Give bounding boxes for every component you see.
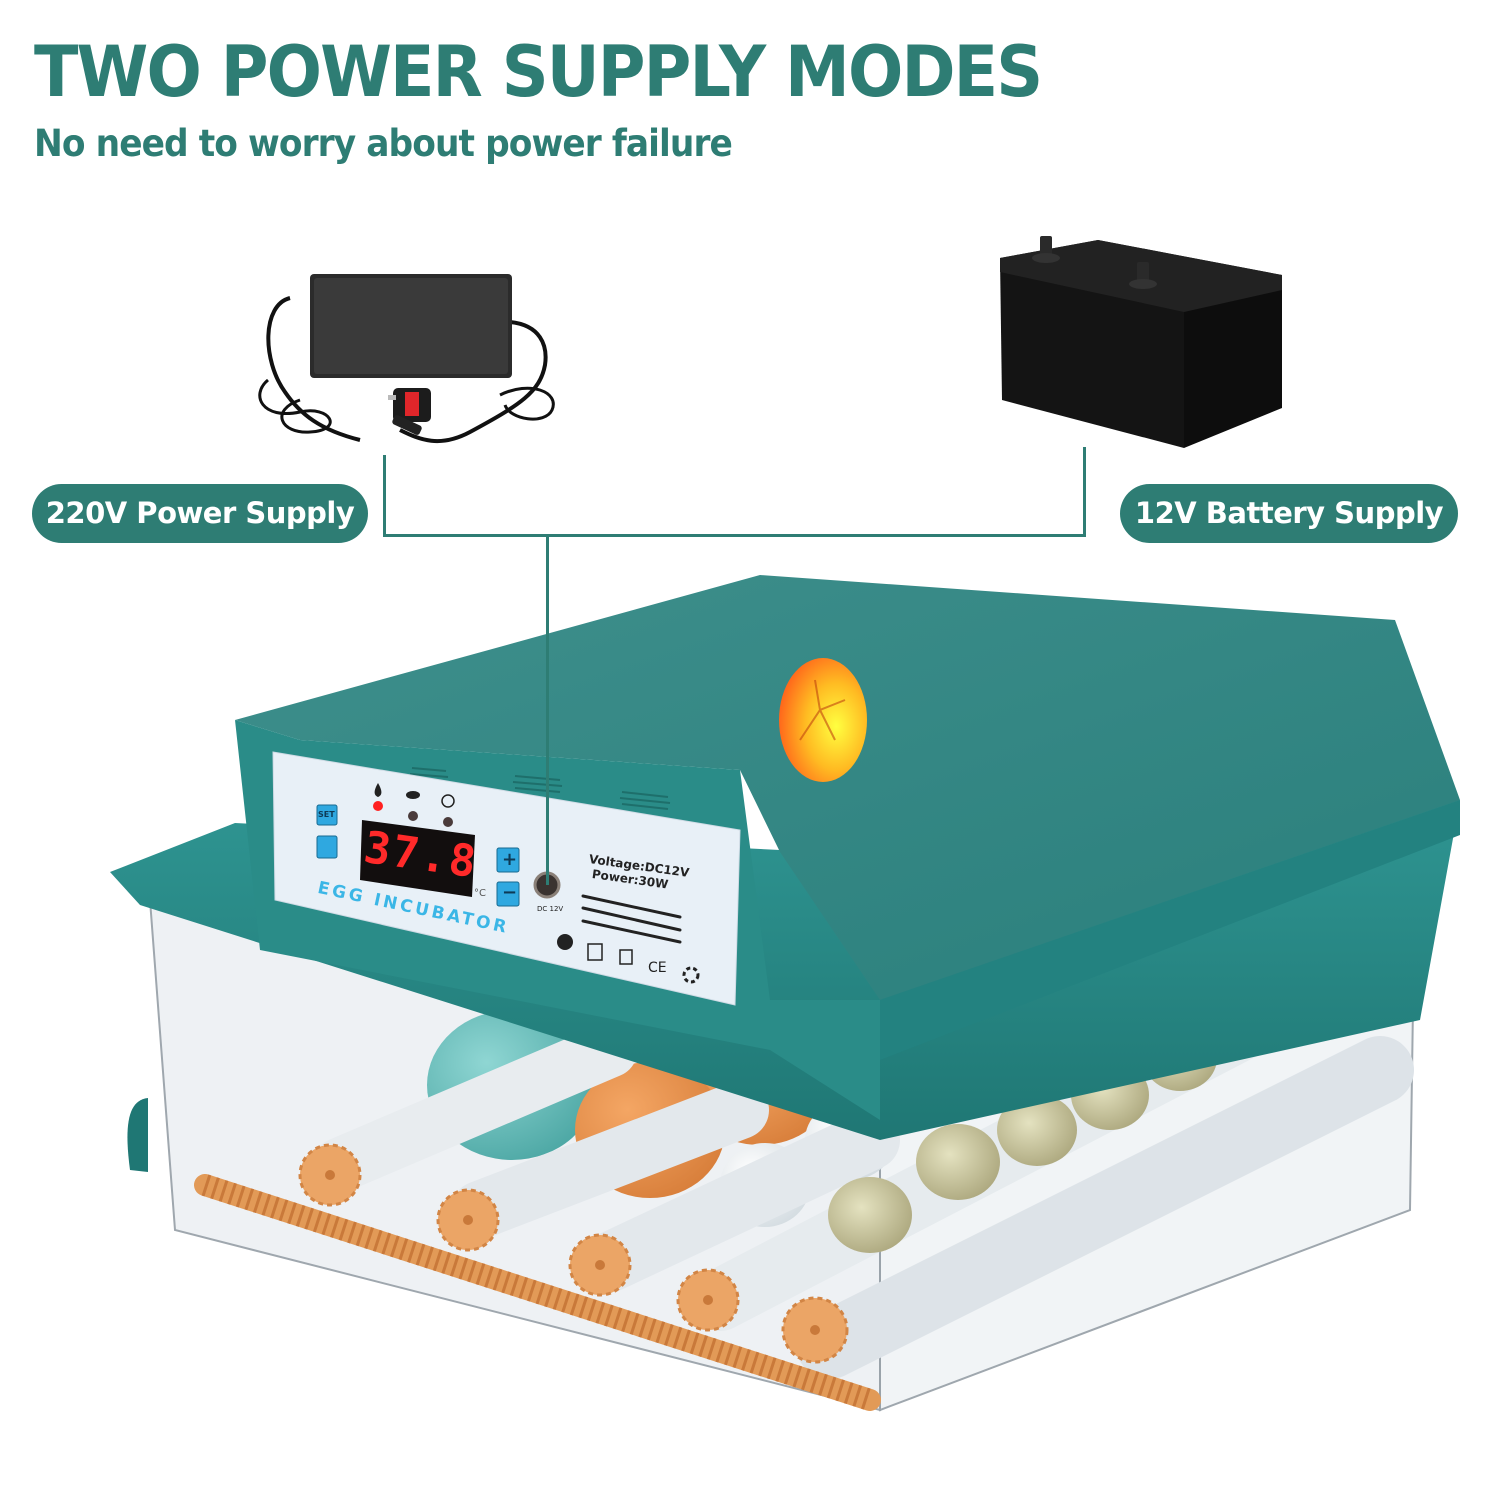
side-knob [127,1098,148,1172]
power-adapter-icon [258,274,555,444]
set-button [316,804,338,826]
set-button-label[interactable]: SET [318,810,335,819]
battery-icon [1000,236,1282,448]
page-title: TWO POWER SUPPLY MODES [34,31,1043,113]
heat-indicator [373,801,383,811]
alarm-icon [441,794,455,808]
turn-icon [406,791,420,799]
connector-line-horizontal [383,534,1086,537]
weee-bin-icon [619,949,633,965]
battery-supply-label-12v: 12V Battery Supply [1120,484,1458,543]
plus-button-label[interactable]: + [502,849,518,870]
connector-line-to-jack [546,535,549,885]
screw-rod [194,1174,881,1411]
ce-mark: CE [648,960,667,976]
candled-egg [779,658,867,782]
speaker-grille [581,894,682,944]
jack-label: DC 12V [537,905,564,913]
flame-icon [374,783,382,797]
connector-line-left [383,455,386,537]
temperature-display [360,820,475,897]
alarm-indicator [443,817,453,827]
unit-label: °C [474,888,486,899]
double-insulation-icon [587,943,603,961]
light-button [316,835,338,859]
turn-indicator [408,811,418,821]
control-panel [272,751,741,1006]
energy-label-icon [557,934,573,950]
plus-button [496,847,520,873]
power-supply-label-220v: 220V Power Supply [32,484,368,543]
recycle-icon [682,966,700,984]
minus-button-label[interactable]: − [502,882,518,903]
connector-line-right [1083,447,1086,537]
page-subtitle: No need to worry about power failure [34,122,733,165]
minus-button [496,881,520,907]
